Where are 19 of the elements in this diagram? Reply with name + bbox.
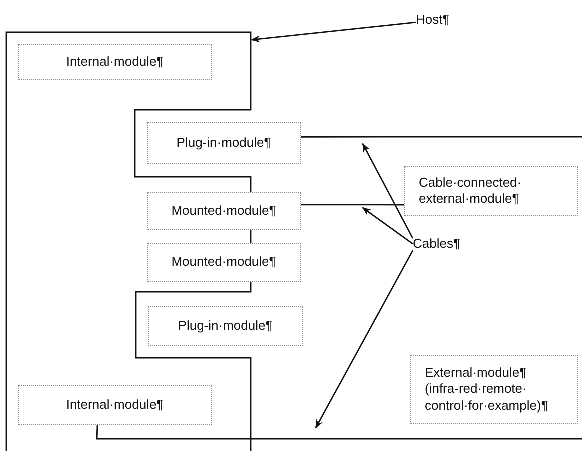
text-label: Host¶ <box>416 10 466 28</box>
module-box: Mounted·module¶ <box>147 192 301 230</box>
module-box: Plug-in·module¶ <box>147 122 301 164</box>
leader-arrow <box>251 22 416 43</box>
module-text: External·module¶ <box>425 365 527 382</box>
leader-arrow <box>362 207 414 245</box>
cable-line <box>301 204 404 206</box>
module-box: Cable·connected· external·module¶ <box>404 166 578 216</box>
text-label: Cables¶ <box>413 232 469 254</box>
cable-line <box>96 424 582 440</box>
leader-arrow <box>315 250 414 429</box>
module-box <box>410 355 578 424</box>
cable-line <box>301 136 582 138</box>
module-box: Internal·module¶ <box>18 385 212 425</box>
module-box: Plug-in·module¶ <box>148 306 303 346</box>
leader-arrow <box>362 143 414 239</box>
module-text: (infra-red·remote· control·for·example)¶ <box>425 381 550 414</box>
module-box: Internal·module¶ <box>18 44 212 80</box>
module-box: Mounted·module¶ <box>147 243 301 282</box>
